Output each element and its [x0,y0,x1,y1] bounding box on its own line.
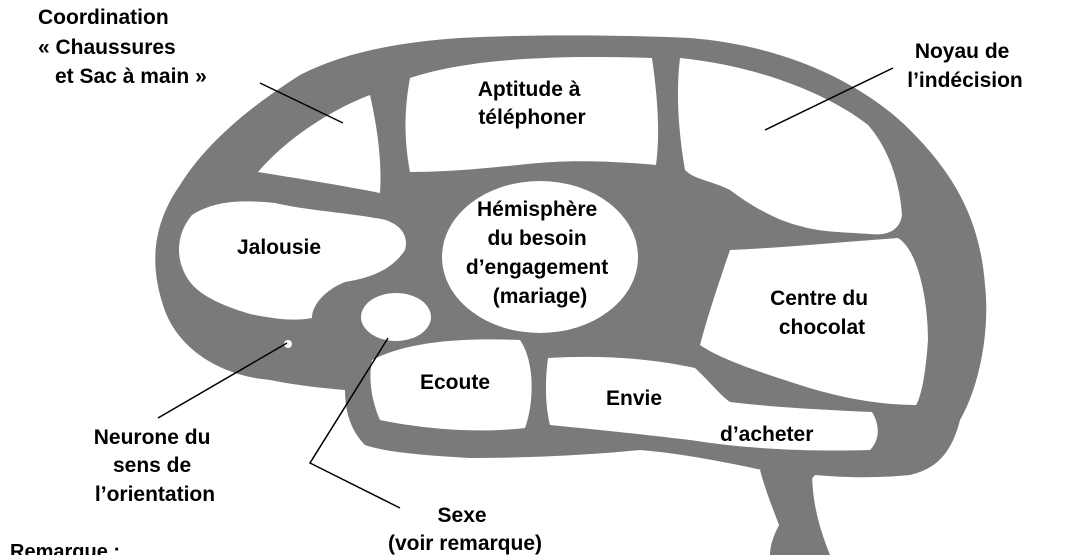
label-ecoute: Ecoute [420,371,490,394]
label-indecision: Noyau de l’indécision [907,40,1023,92]
label-telephoner: Aptitude à téléphoner [478,78,587,129]
region-chocolat [700,238,928,405]
region-ecoute [370,339,532,431]
region-acheter [545,356,878,451]
label-sexe: Sexe (voir remarque) [388,504,542,555]
region-telephoner [405,57,659,172]
label-coordination: Coordination « Chaussures et Sac à main … [38,6,207,88]
brain-stem [760,470,830,555]
leader-coordination [259,82,344,124]
brain-regions [178,57,928,451]
region-engagement [442,181,638,333]
region-orientation-neuron [284,340,292,348]
region-indecision [677,58,902,235]
region-sexe [361,293,431,341]
label-acheter: Envie d’acheter [606,387,813,446]
leader-lines [157,67,894,509]
region-coordination [258,95,381,193]
label-chocolat: Centre du chocolat [770,287,874,339]
labels: Coordination « Chaussures et Sac à main … [10,6,1023,555]
label-orientation: Neurone du sens de l’orientation [94,426,217,506]
leader-orientation [157,342,288,419]
leader-indecision [764,67,894,131]
label-jalousie: Jalousie [237,236,321,259]
remark-heading: Remarque : [10,541,120,555]
region-jalousie [178,201,406,320]
label-engagement: Hémisphère du besoin d’engagement (maria… [466,198,614,308]
leader-sexe [308,337,401,509]
